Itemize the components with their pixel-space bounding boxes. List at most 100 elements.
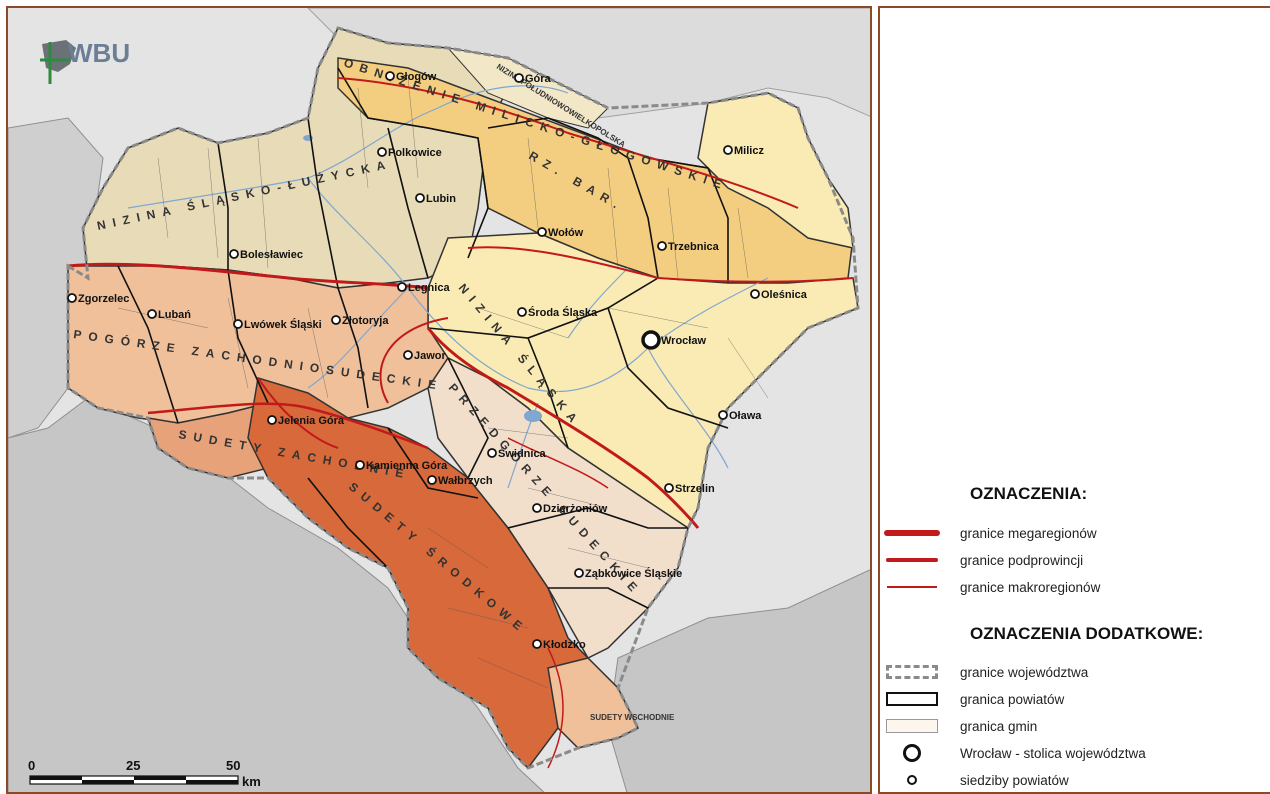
city-seat-icon <box>229 249 239 259</box>
city-marker: Świdnica <box>487 447 547 460</box>
city-marker: Lwówek Śląski <box>233 318 322 331</box>
city-marker: Oława <box>718 410 762 422</box>
city-label: Jawor <box>414 350 447 362</box>
city-seat-icon <box>718 410 728 420</box>
city-marker: Lubań <box>147 309 191 321</box>
legend-item-wojewodztwo: granice województwa <box>884 662 1088 682</box>
city-marker: Bolesławiec <box>229 249 303 261</box>
legend-label: granice megaregionów <box>960 525 1097 541</box>
region-borders <box>67 77 854 769</box>
city-label: Jelenia Góra <box>278 415 345 427</box>
city-label: Zgorzelec <box>78 293 129 305</box>
city-label: Lubin <box>426 193 456 205</box>
legend-label: Wrocław - stolica województwa <box>960 745 1146 761</box>
city-label: Oleśnica <box>761 289 808 301</box>
makroregion-line-symbol <box>884 577 940 597</box>
city-label: Strzelin <box>675 483 715 495</box>
city-marker: Złotoryja <box>331 315 389 327</box>
city-marker: Polkowice <box>377 147 442 159</box>
city-marker: Trzebnica <box>657 241 720 253</box>
city-label: Złotoryja <box>342 315 389 327</box>
city-marker: Ząbkowice Śląskie <box>574 567 682 580</box>
city-seat-icon <box>377 147 387 157</box>
city-label: Kłodzko <box>543 639 586 651</box>
city-label: Dzierżoniów <box>543 503 608 515</box>
city-seat-icon <box>403 350 413 360</box>
city-marker: Wołów <box>537 227 584 239</box>
map-canvas[interactable]: OBNIŻENIE MILICKO-GŁOGOWSKIE NIZINA POŁU… <box>8 8 872 794</box>
city-marker: Zgorzelec <box>67 293 129 305</box>
gmina-boundaries <box>117 77 769 689</box>
city-seat-icon <box>355 460 365 470</box>
city-marker: Jawor <box>403 350 447 362</box>
city-seat-icon <box>657 241 667 251</box>
city-label: Głogów <box>396 71 437 83</box>
city-seat-icon <box>532 639 542 649</box>
city-seat-icon <box>532 503 542 513</box>
scale-unit: km <box>242 774 261 789</box>
city-seat-icon <box>487 448 497 458</box>
city-label: Kamienna Góra <box>366 460 448 472</box>
legend-label: granica gmin <box>960 718 1038 734</box>
city-seat-icon <box>517 307 527 317</box>
legend-label: granice podprowincji <box>960 552 1084 568</box>
capital-city-icon <box>641 330 661 350</box>
city-marker: Kłodzko <box>532 639 586 651</box>
city-label: Milicz <box>734 145 764 157</box>
scale-tick-0: 0 <box>28 760 35 773</box>
wbu-logo-graphic: WBU <box>40 38 130 84</box>
legend-label: granice makroregionów <box>960 579 1101 595</box>
city-label: Lubań <box>158 309 191 321</box>
legend-label: granice województwa <box>960 664 1089 680</box>
city-marker: Kamienna Góra <box>355 460 448 472</box>
city-seat-icon <box>723 145 733 155</box>
legend-item-capital: Wrocław - stolica województwa <box>884 743 1146 763</box>
city-marker: Dzierżoniów <box>532 503 608 515</box>
city-marker: Środa Śląska <box>517 306 598 319</box>
city-seat-icon <box>537 227 547 237</box>
podprowincja-line-symbol <box>884 550 940 570</box>
city-marker: Milicz <box>723 145 764 157</box>
city-label: Polkowice <box>388 147 442 159</box>
city-seat-icon <box>147 309 157 319</box>
map-panel[interactable]: OBNIŻENIE MILICKO-GŁOGOWSKIE NIZINA POŁU… <box>6 6 872 794</box>
city-label: Góra <box>525 73 552 85</box>
city-label: Legnica <box>408 282 450 294</box>
city-marker: Głogów <box>385 71 437 83</box>
legend-title: OZNACZENIA: <box>970 484 1088 503</box>
gmina-border-symbol <box>884 716 940 736</box>
city-marker: Góra <box>514 73 552 85</box>
city-seat-icon <box>385 71 395 81</box>
city-marker: Wrocław <box>641 330 706 350</box>
city-seat-icon <box>574 568 584 578</box>
megaregion-line-symbol <box>884 523 940 543</box>
city-seat-icon <box>397 282 407 292</box>
city-seat-icon <box>331 315 341 325</box>
city-label: Świdnica <box>498 447 547 460</box>
legend-label: granica powiatów <box>960 691 1065 707</box>
city-seat-icon <box>233 319 243 329</box>
voivodeship-border <box>66 26 860 770</box>
city-marker: Wałbrzych <box>427 475 493 487</box>
city-seat-icon <box>267 415 277 425</box>
city-label: Wołów <box>548 227 584 239</box>
scale-tick-50: 50 <box>226 760 240 773</box>
legend-item-makroregion: granice makroregionów <box>884 577 1100 597</box>
city-label: Środa Śląska <box>528 306 598 319</box>
voivodeship-border-symbol <box>884 662 940 682</box>
legend-item-powiat: granica powiatów <box>884 689 1064 709</box>
rivers <box>127 85 769 489</box>
city-label: Ząbkowice Śląskie <box>585 567 682 580</box>
city-seat-icon <box>427 475 437 485</box>
city-marker: Strzelin <box>664 483 715 495</box>
city-label: Bolesławiec <box>240 249 303 261</box>
legend-extra-title: OZNACZENIA DODATKOWE: <box>970 624 1204 643</box>
city-label: Oława <box>729 410 762 422</box>
wbu-logo: WBU <box>36 34 156 95</box>
capital-circle-icon <box>884 743 940 763</box>
city-label: Wrocław <box>661 335 706 347</box>
city-marker: Lubin <box>415 193 456 205</box>
legend-item-podprowincja: granice podprowincji <box>884 550 1083 570</box>
city-seat-icon <box>750 289 760 299</box>
